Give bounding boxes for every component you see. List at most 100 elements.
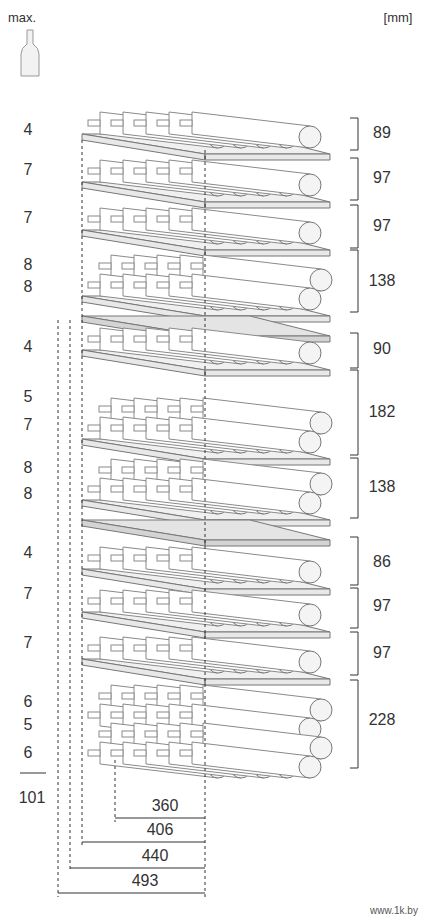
bottle-count: 8 xyxy=(22,256,35,274)
dimension-label: 406 xyxy=(145,821,176,839)
bottle-neck xyxy=(88,425,100,431)
bottle-base xyxy=(299,604,321,626)
bottle-neck xyxy=(134,555,146,561)
bottle-neck xyxy=(111,168,123,174)
bottle-neck xyxy=(134,282,146,288)
shelf-lip xyxy=(82,612,330,638)
bottle-neck xyxy=(88,645,100,651)
bottle-body xyxy=(192,208,310,244)
bottle-neck xyxy=(111,486,123,492)
bottle-neck xyxy=(111,120,123,126)
bottle-base xyxy=(310,412,332,434)
bottle-neck xyxy=(88,750,100,756)
dimension-label: 97 xyxy=(371,169,393,187)
bottle-neck xyxy=(88,216,100,222)
bottle-neck xyxy=(191,406,203,412)
bottle-count: 8 xyxy=(22,459,35,477)
shelf-lip xyxy=(82,569,330,595)
bottle-neck xyxy=(168,693,180,699)
dimension-label: 97 xyxy=(371,644,393,662)
bottle-neck xyxy=(180,645,192,651)
shelf-lip xyxy=(82,230,330,256)
bottle-neck xyxy=(180,216,192,222)
bottle-neck xyxy=(157,645,169,651)
bottle-neck xyxy=(157,425,169,431)
bottle-neck xyxy=(134,750,146,756)
bottle-count: 7 xyxy=(22,416,35,434)
bottle-count: 6 xyxy=(22,744,35,762)
bottle-neck xyxy=(88,336,100,342)
bottle-neck xyxy=(145,467,157,473)
bottle-neck xyxy=(122,693,134,699)
bottle-base xyxy=(299,174,321,196)
bottle-neck xyxy=(180,712,192,718)
bottle-base xyxy=(310,473,332,495)
bottle-neck xyxy=(122,467,134,473)
bottle-body xyxy=(192,637,310,673)
bottle-base xyxy=(299,561,321,583)
bottle-base xyxy=(299,288,321,310)
dimension-label: 97 xyxy=(371,217,393,235)
bottle-neck xyxy=(180,555,192,561)
bottle-count: 4 xyxy=(22,544,35,562)
bottle-neck xyxy=(157,282,169,288)
bottle-body xyxy=(192,328,310,364)
bottle-neck xyxy=(134,425,146,431)
bottle-neck xyxy=(180,168,192,174)
bottle-neck xyxy=(180,282,192,288)
bottle-count: 6 xyxy=(22,693,35,711)
bottle-neck xyxy=(145,406,157,412)
bottle-neck xyxy=(111,216,123,222)
bottle-neck xyxy=(88,486,100,492)
bottle-count: 7 xyxy=(22,634,35,652)
bottle-body xyxy=(192,274,310,310)
bottle-count: 5 xyxy=(22,388,35,406)
dimension-label: 97 xyxy=(371,597,393,615)
bottle-neck xyxy=(168,263,180,269)
bottle-neck xyxy=(191,693,203,699)
bottle-neck xyxy=(180,750,192,756)
bottle-neck xyxy=(157,216,169,222)
bottle-neck xyxy=(122,263,134,269)
bottle-neck xyxy=(88,120,100,126)
bottle-neck xyxy=(134,120,146,126)
bottle-neck xyxy=(134,598,146,604)
bottle-neck xyxy=(111,712,123,718)
bottle-base xyxy=(299,756,321,778)
bottle-neck xyxy=(111,555,123,561)
bottle-count: 8 xyxy=(22,278,35,296)
bottle-base xyxy=(299,342,321,364)
bottle-neck xyxy=(88,598,100,604)
bottle-base xyxy=(299,431,321,453)
bottle-neck xyxy=(157,486,169,492)
watermark: www.1k.by xyxy=(368,902,420,920)
dimension-label: 89 xyxy=(371,124,393,142)
bottle-count: 4 xyxy=(22,121,35,139)
bottle-count: 7 xyxy=(22,209,35,227)
shelf-lip xyxy=(82,350,330,376)
bottle-neck xyxy=(134,645,146,651)
bottle-neck xyxy=(134,486,146,492)
bottle-base xyxy=(310,699,332,721)
shelf-lip xyxy=(82,182,330,208)
shelf-lip xyxy=(82,659,330,685)
bottle-count: 8 xyxy=(22,485,35,503)
bottle-neck xyxy=(88,712,100,718)
bottle-neck xyxy=(111,336,123,342)
dimension-label: 228 xyxy=(367,711,398,729)
bottle-neck xyxy=(157,750,169,756)
bottle-base xyxy=(299,492,321,514)
bottle-neck xyxy=(134,168,146,174)
bottle-neck xyxy=(180,598,192,604)
bottle-count: 5 xyxy=(22,716,35,734)
dimension-label: 138 xyxy=(367,272,398,290)
bottle-neck xyxy=(111,282,123,288)
shelf-lip xyxy=(82,520,330,546)
header-label: max. xyxy=(6,9,38,27)
bottle-neck xyxy=(145,263,157,269)
bottle-count: 7 xyxy=(22,161,35,179)
bottle-neck xyxy=(157,336,169,342)
shelf-lip xyxy=(82,134,330,160)
bottle-neck xyxy=(157,712,169,718)
